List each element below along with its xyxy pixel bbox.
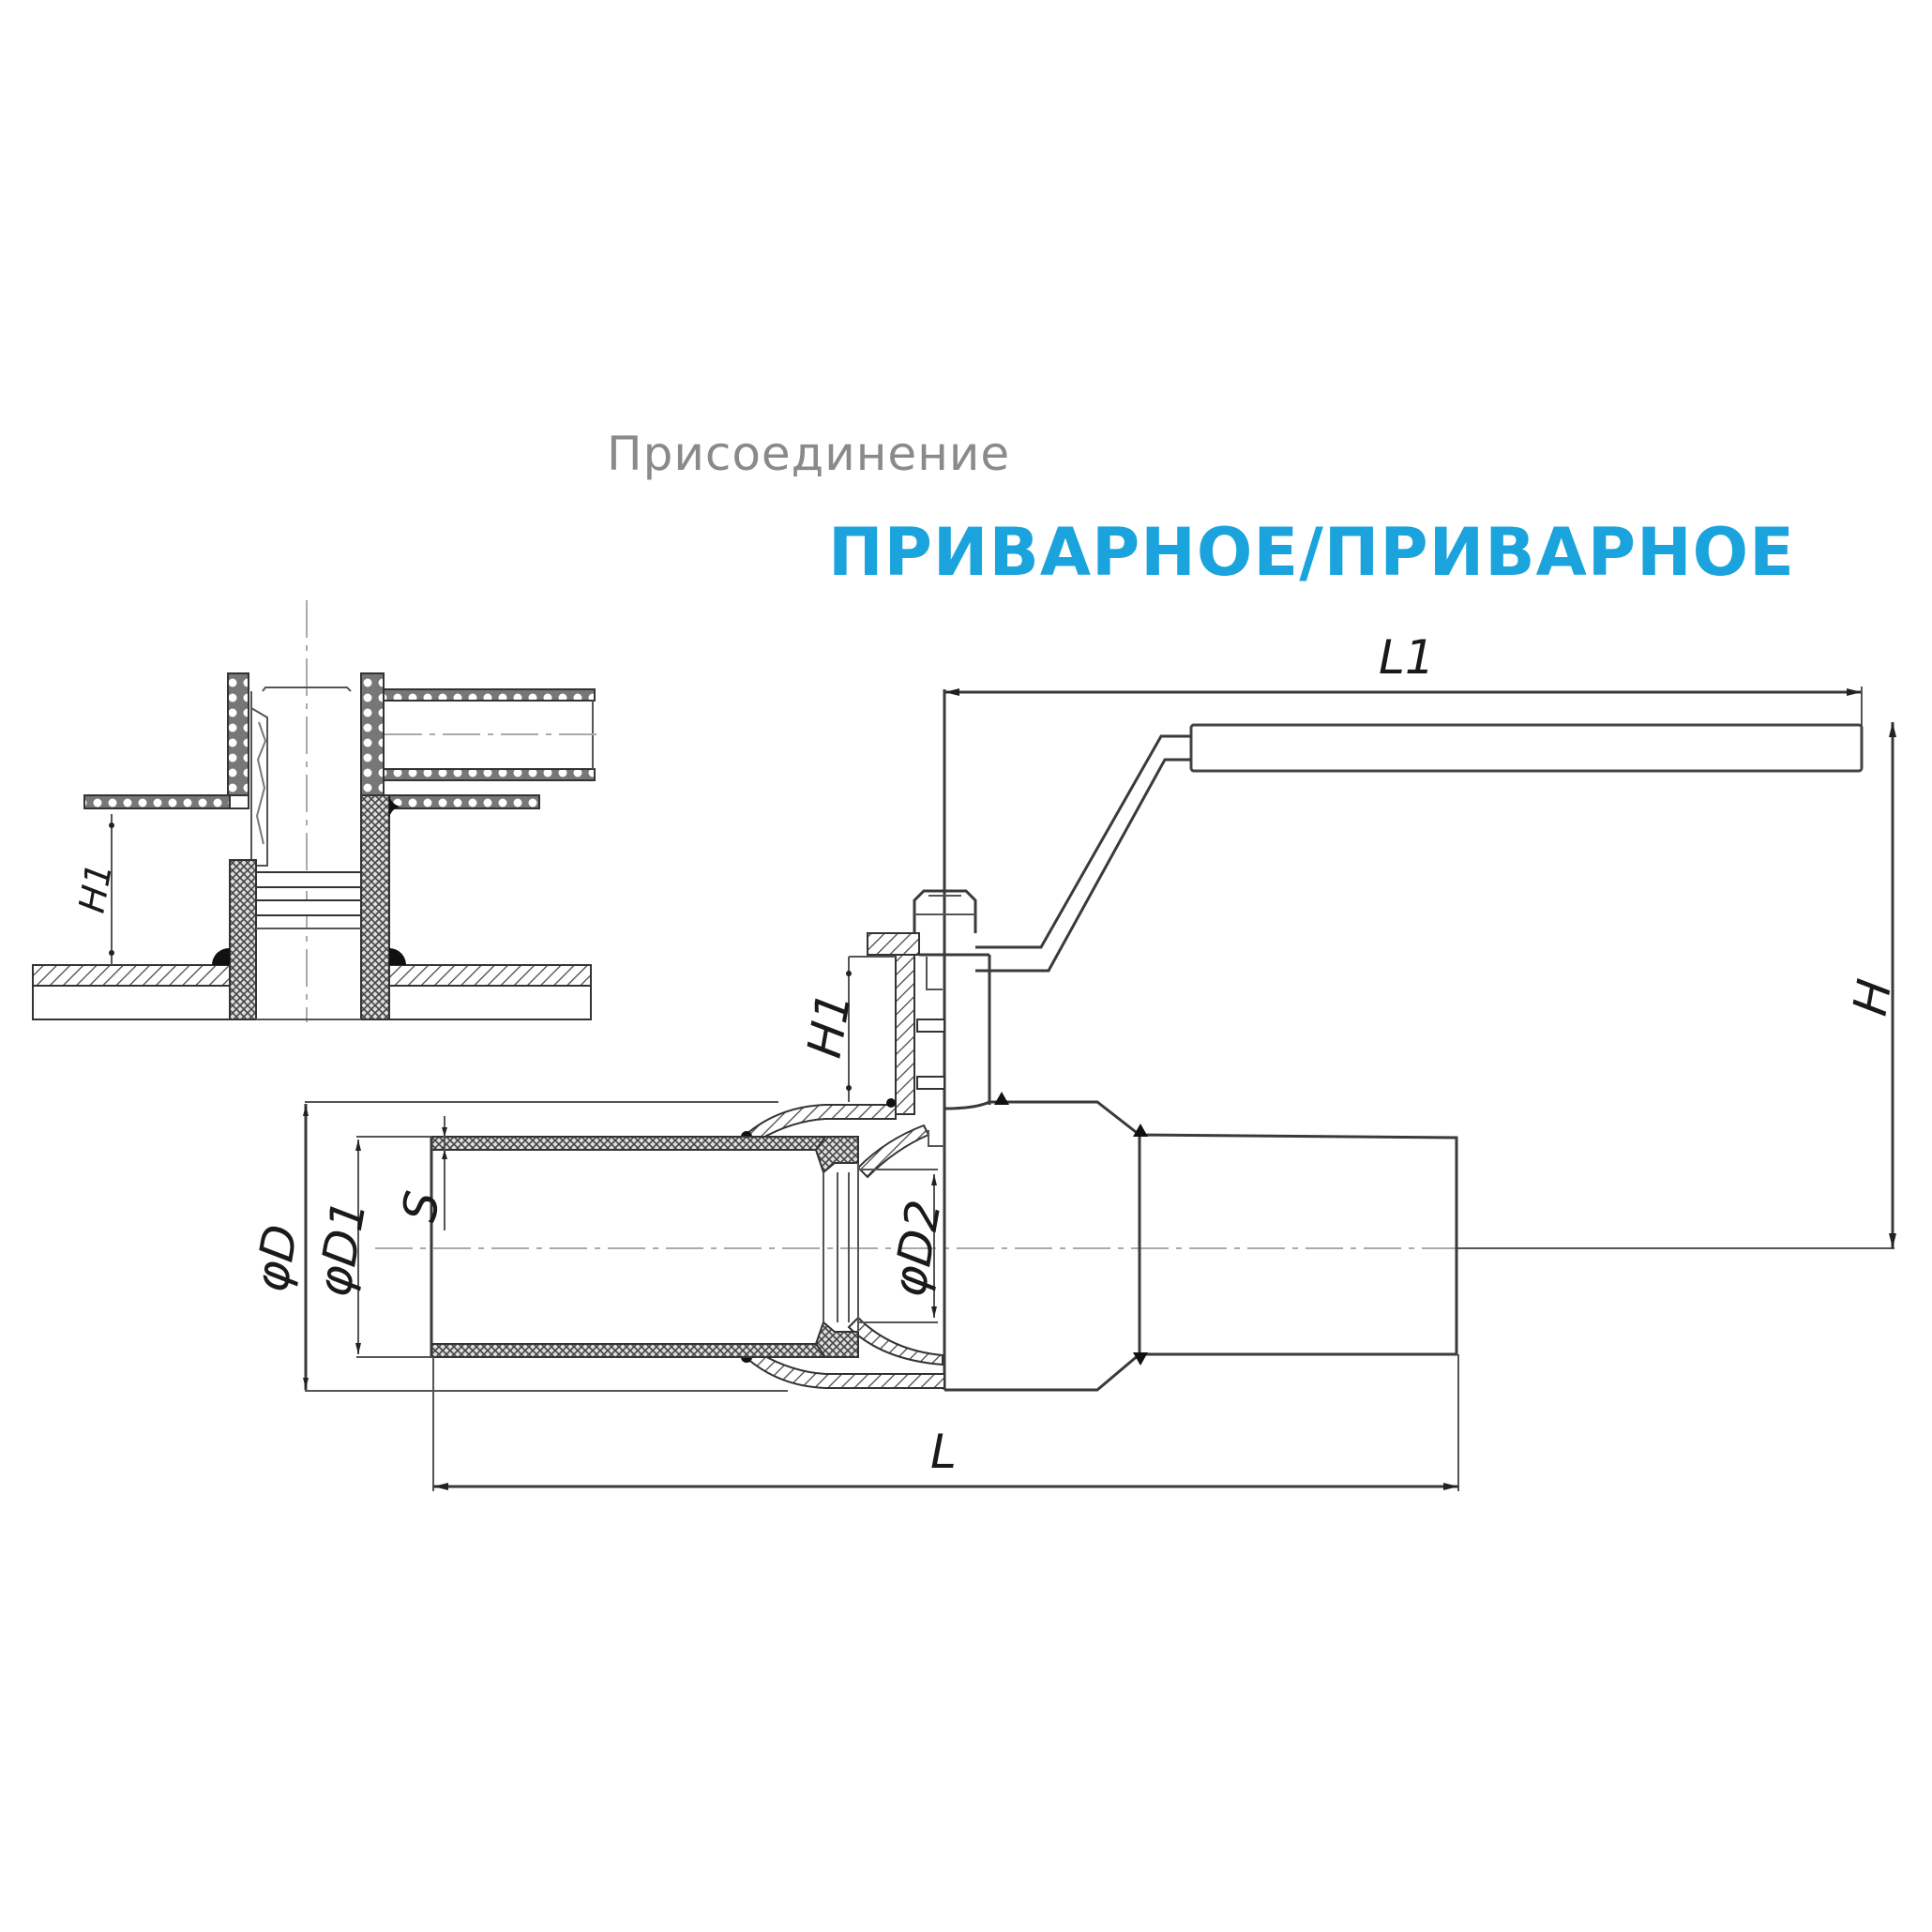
dim-l-label: L [930, 1425, 957, 1479]
inset-h1-label: H1 [71, 860, 120, 916]
dim-l1-label: L1 [1379, 630, 1435, 685]
connection-subtitle: Присоединение [607, 427, 1011, 481]
inset-mounting-view: H1 [32, 600, 600, 1022]
main-valve-view: L1 H H1 [244, 630, 1902, 1491]
connection-type-title: ПРИВАРНОЕ/ПРИВАРНОЕ [828, 514, 1795, 591]
dim-d2-label: φD2 [882, 1196, 952, 1301]
dim-s-label: S [392, 1187, 451, 1226]
lever-handle [975, 723, 1864, 973]
dim-d-label: φD [244, 1221, 309, 1296]
dim-h1-label: H1 [797, 989, 862, 1062]
dim-d1-label: φD1 [307, 1196, 377, 1301]
